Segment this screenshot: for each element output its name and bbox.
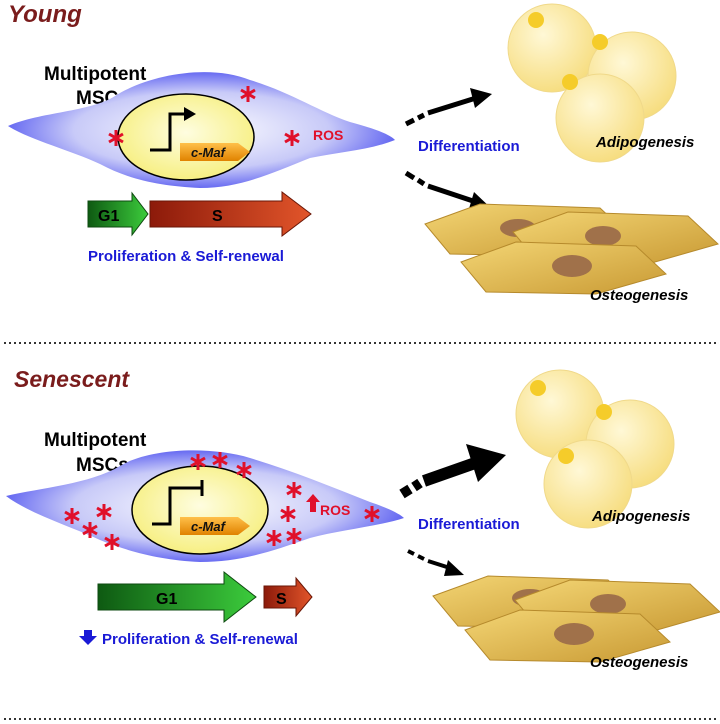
young-ros-label: ROS [313,127,343,143]
senescent-ros-label: ROS [320,502,350,518]
senescent-gene-label: c-Maf [191,519,227,534]
young-differentiation-label: Differentiation [418,138,520,155]
young-adipogenesis-label: Adipogenesis [595,134,694,151]
young-promoter-arrow [150,112,184,152]
young-g1-label: G1 [98,208,119,225]
young-osteogenesis-label: Osteogenesis [590,287,688,304]
senescent-s-label: S [276,591,287,608]
young-panel: Young Multipotent MSCs c-Maf ROS G1 S Pr… [8,1,719,304]
senescent-cell-label-1: Multipotent [44,430,147,451]
senescent-adipo-arrow [399,444,506,499]
senescent-osteogenesis-label: Osteogenesis [590,654,688,671]
young-cell-label-1: Multipotent [44,64,147,85]
young-gene-box [180,143,250,161]
senescent-gene-box [180,517,250,535]
young-s-label: S [212,208,223,225]
young-proliferation-label: Proliferation & Self-renewal [88,248,284,265]
proliferation-down-arrow-icon [79,630,97,645]
young-adipocyte-cluster [507,3,677,163]
senescent-differentiation-label: Differentiation [418,516,520,533]
young-s-arrow [149,190,312,238]
senescent-nucleus [131,465,269,555]
young-adipo-arrow [404,88,492,127]
senescent-adipogenesis-label: Adipogenesis [591,508,690,525]
senescent-osteoblast-cluster [432,575,720,663]
ros-up-arrow-icon [306,494,320,512]
senescent-heading: Senescent [14,366,130,392]
young-gene-label: c-Maf [191,145,227,160]
senescent-panel: Senescent Multipotent MSCs c-Maf ROS [6,366,720,671]
senescent-proliferation-label: Proliferation & Self-renewal [102,631,298,648]
senescent-s-arrow [263,576,313,618]
young-g1-arrow [87,191,149,237]
senescent-osteo-arrow [407,549,464,576]
young-osteoblast-cluster [424,203,719,295]
senescent-g1-label: G1 [156,591,177,608]
senescent-adipocyte-cluster [515,369,675,529]
young-promoter-arrowhead [184,107,196,121]
young-heading: Young [8,1,82,28]
senescent-g1-arrow [97,570,257,624]
young-nucleus [117,93,255,181]
senescent-promoter-bar [152,486,202,526]
